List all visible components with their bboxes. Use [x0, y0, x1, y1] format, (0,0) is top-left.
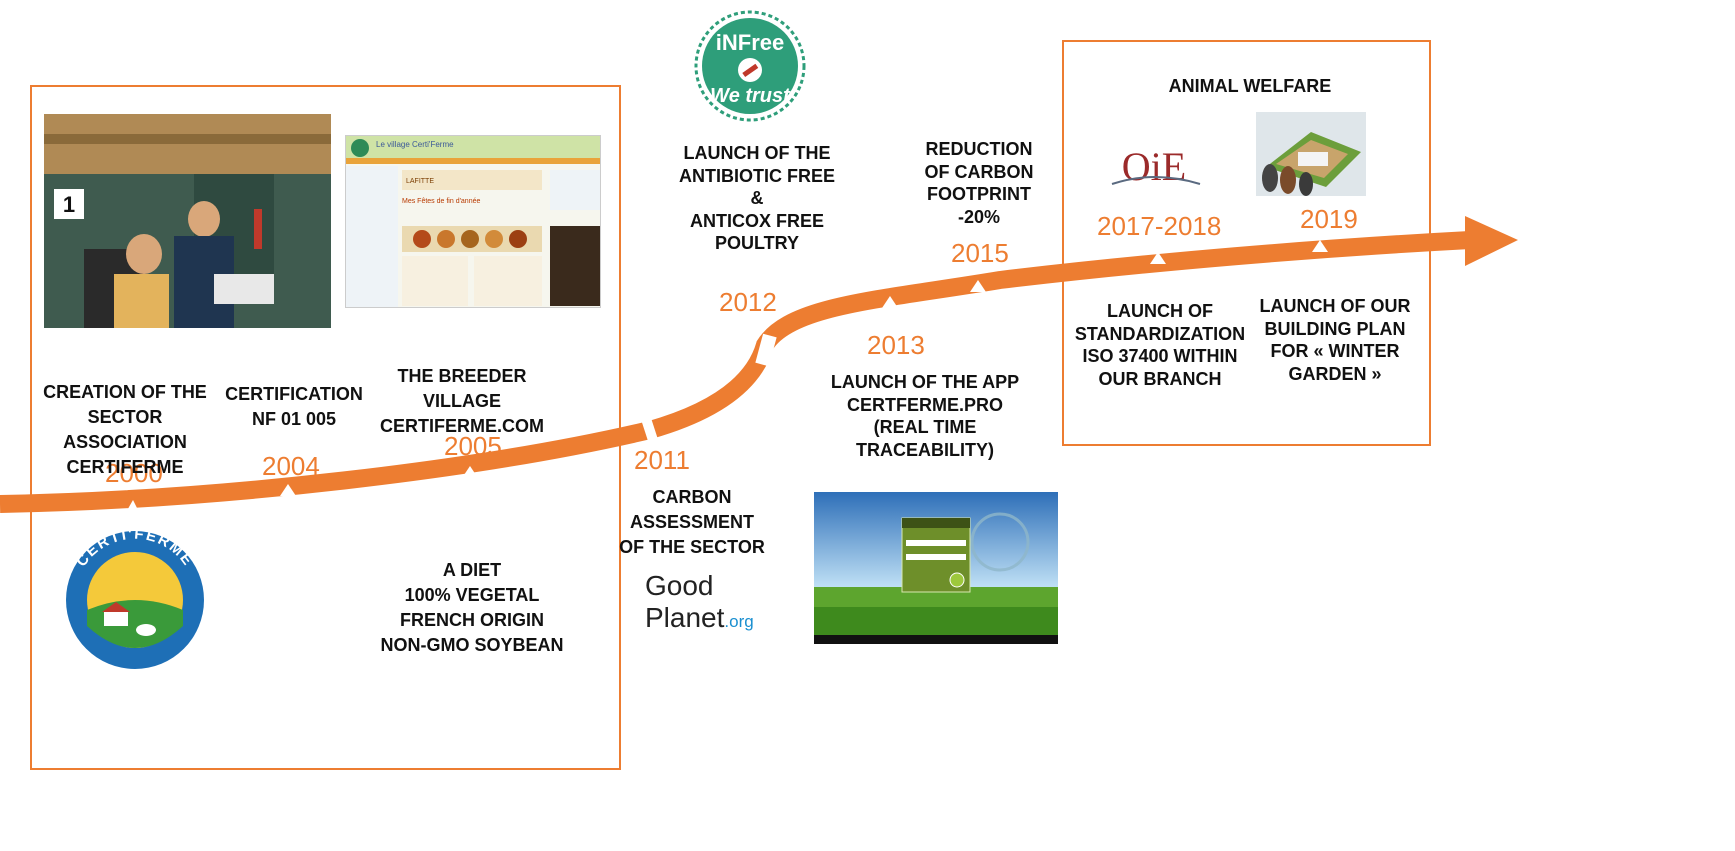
label-antibiotic-free: LAUNCH OF THE ANTIBIOTIC FREE & ANTICOX …	[679, 143, 835, 253]
year-2011: 2011	[634, 445, 690, 475]
label-app-launch: LAUNCH OF THE APP CERTFERME.PRO (REAL TI…	[830, 372, 1020, 460]
label-building-plan: LAUNCH OF OUR BUILDING PLAN FOR « WINTER…	[1259, 296, 1411, 384]
label-carbon-reduction: REDUCTION OF CARBON FOOTPRINT -20%	[924, 139, 1034, 227]
svg-text:Le village Certi'Ferme: Le village Certi'Ferme	[376, 140, 454, 149]
year-2005: 2005	[444, 431, 502, 461]
goodplanet-planet: Planet	[645, 602, 725, 633]
oie-text: OiE	[1122, 144, 1186, 189]
goodplanet-good: Good	[645, 570, 714, 601]
photo-farmers-illustration: 1	[44, 114, 331, 328]
goodplanet-logo: Good Planet.org	[645, 570, 785, 638]
timeline-tick-marks	[125, 240, 1328, 514]
label-creation: CREATION OF THE SECTOR ASSOCIATION CERTI…	[43, 382, 207, 477]
infree-logo: iNFree We trust	[694, 10, 806, 122]
certiferme-logo: CERTI'FERME	[64, 530, 206, 670]
illustration-winter-garden	[1256, 112, 1366, 196]
oie-logo: OiE	[1104, 140, 1204, 192]
frame-early-years	[30, 85, 621, 770]
year-2015: 2015	[951, 238, 1009, 268]
goodplanet-org: .org	[724, 612, 754, 631]
year-2000: 2000	[105, 458, 163, 488]
year-2013: 2013	[867, 330, 925, 360]
label-certification: CERTIFICATION NF 01 005	[225, 384, 363, 429]
building-illustration	[1256, 112, 1366, 196]
infree-bottom-text: We trust	[710, 85, 791, 107]
website-mockup: Le village Certi'Ferme LAFITTE Mes Fêtes…	[346, 136, 600, 307]
svg-text:1: 1	[63, 192, 75, 217]
svg-text:Mes Fêtes de fin d'année: Mes Fêtes de fin d'année	[402, 198, 480, 205]
photo-farmers-inspection: 1	[44, 114, 331, 328]
year-2017-2018: 2017-2018	[1097, 211, 1222, 241]
svg-text:LAFITTE: LAFITTE	[406, 178, 434, 185]
label-iso-standardization: LAUNCH OF STANDARDIZATION ISO 37400 WITH…	[1074, 301, 1246, 389]
timeline-arrowhead	[1465, 216, 1518, 266]
label-carbon-assessment: CARBON ASSESSMENT OF THE SECTOR	[619, 487, 765, 557]
label-breeder-village: THE BREEDER VILLAGE CERTIFERME.COM	[380, 366, 544, 436]
screenshot-certiferme-pro-app	[814, 492, 1058, 644]
label-diet: A DIET 100% VEGETAL FRENCH ORIGIN NON-GM…	[380, 560, 564, 655]
oie-mark: OiE	[1111, 144, 1201, 189]
app-mockup	[814, 492, 1058, 644]
screenshot-certiferme-website: Le village Certi'Ferme LAFITTE Mes Fêtes…	[345, 135, 601, 308]
infree-badge: iNFree We trust	[694, 10, 806, 122]
year-2004: 2004	[262, 451, 320, 481]
year-2019: 2019	[1300, 204, 1358, 234]
certiferme-badge: CERTI'FERME	[66, 530, 204, 669]
infree-top-text: iNFree	[716, 30, 784, 55]
label-animal-welfare: ANIMAL WELFARE	[1168, 76, 1332, 96]
year-2012: 2012	[719, 287, 777, 317]
goodplanet-planet-line: Planet.org	[645, 602, 785, 638]
